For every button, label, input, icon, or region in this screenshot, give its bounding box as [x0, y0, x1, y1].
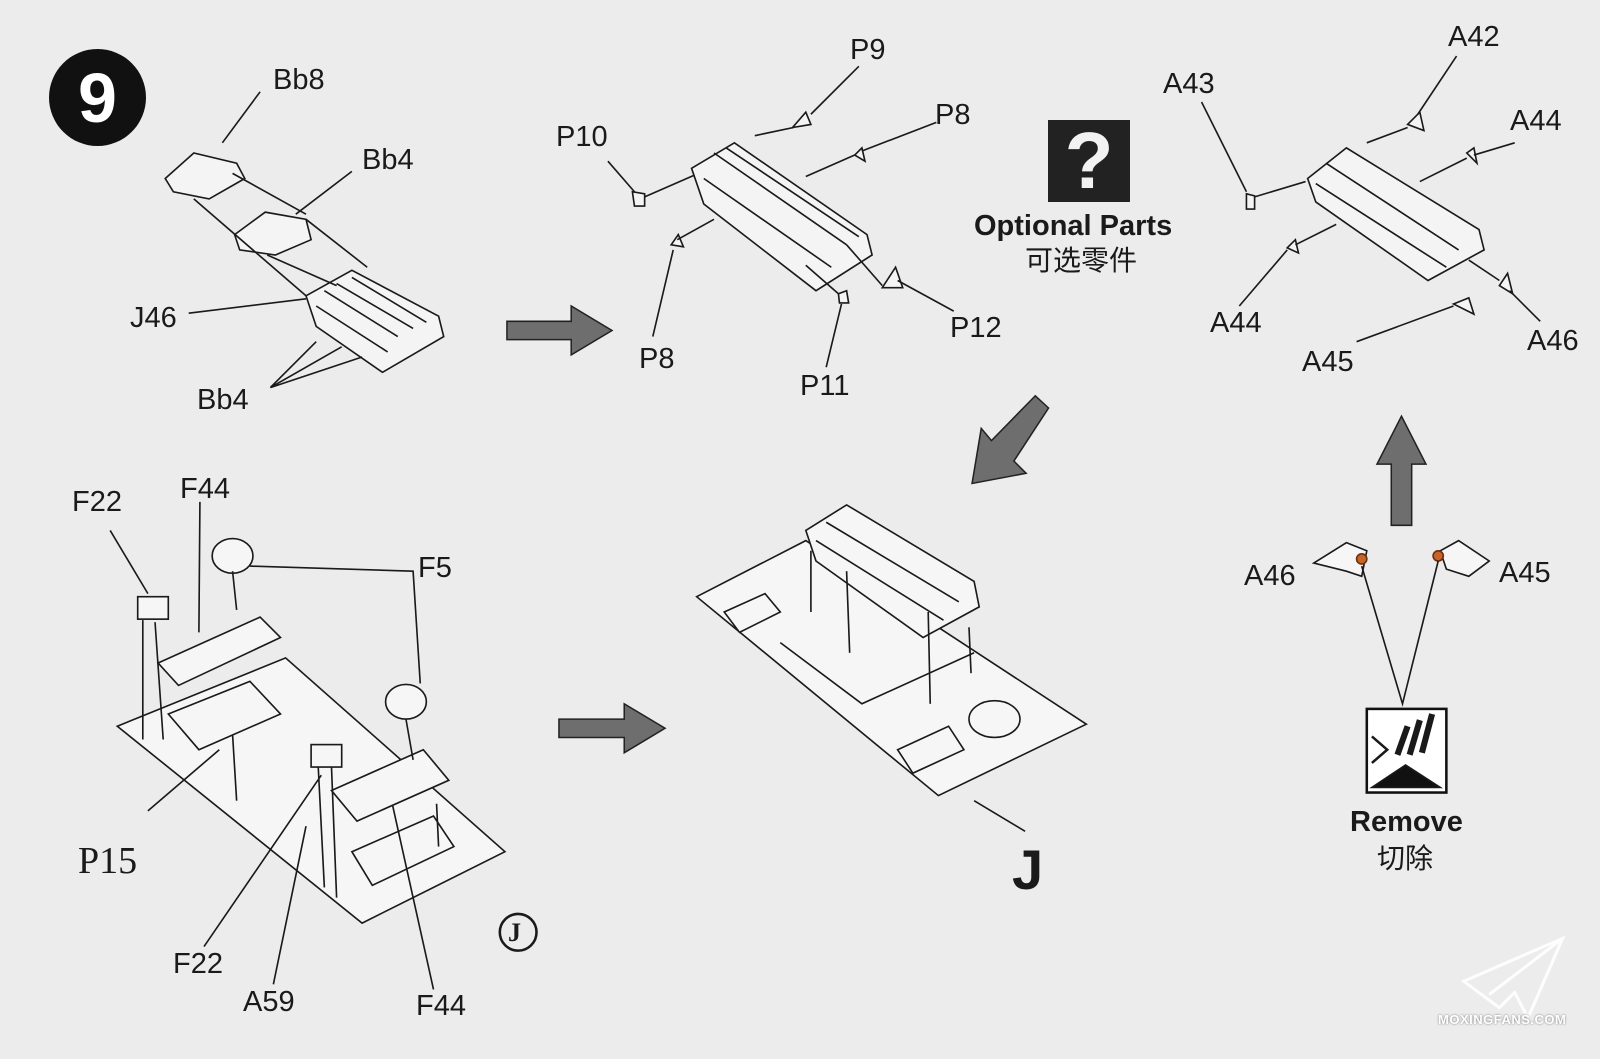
label-a44-right: A44: [1510, 105, 1562, 137]
track-links-bb8: [164, 152, 445, 374]
remove-label-cn: 切除: [1377, 842, 1434, 875]
watermark-text: MOXINGFANS.COM: [1438, 1012, 1567, 1027]
flow-arrow-right-bottom: [558, 702, 667, 755]
flow-arrow-up: [1375, 414, 1428, 527]
paper-plane-icon: [1460, 935, 1566, 1022]
label-p12: P12: [950, 312, 1002, 344]
label-a46: A46: [1527, 325, 1579, 357]
label-a45: A45: [1302, 346, 1354, 378]
label-p9: P9: [850, 34, 886, 66]
label-p8-top: P8: [935, 99, 971, 131]
label-p10: P10: [556, 121, 608, 153]
label-f22-top: F22: [72, 486, 122, 518]
step-number-badge: 9: [49, 49, 146, 146]
label-f44-bottom: F44: [416, 990, 466, 1022]
flow-arrow-down-left: [971, 394, 1050, 485]
label-a42: A42: [1448, 21, 1500, 53]
flow-arrow-right-top: [506, 304, 614, 357]
label-a43: A43: [1163, 68, 1215, 100]
label-f5: F5: [418, 552, 452, 584]
label-a46-detail: A46: [1244, 560, 1296, 592]
label-j46: J46: [130, 302, 177, 334]
label-bb4-bottom: Bb4: [197, 384, 249, 416]
optional-parts-label: Optional Parts: [974, 210, 1173, 242]
track-assembly-p: [690, 141, 874, 292]
label-p15: P15: [78, 840, 138, 882]
label-a59: A59: [243, 986, 295, 1018]
label-j-big: J: [1012, 838, 1044, 901]
cut-remove-icon: [1365, 707, 1448, 794]
optional-parts-label-cn: 可选零件: [1025, 244, 1138, 277]
question-mark-icon: ?: [1048, 116, 1130, 205]
track-assembly-a: [1306, 146, 1486, 282]
label-bb8: Bb8: [273, 64, 325, 96]
track-assembly-mounted: [804, 503, 981, 639]
label-j-circled: J: [508, 918, 521, 947]
part-a45-detail: [1439, 539, 1491, 578]
label-f22-bottom: F22: [173, 948, 223, 980]
label-f44-top: F44: [180, 473, 230, 505]
label-p8-bottom: P8: [639, 343, 675, 375]
label-p11: P11: [800, 370, 850, 402]
label-bb4-top: Bb4: [362, 144, 414, 176]
label-a45-detail: A45: [1499, 557, 1551, 589]
label-a44-left: A44: [1210, 307, 1262, 339]
remove-label: Remove: [1350, 806, 1463, 838]
